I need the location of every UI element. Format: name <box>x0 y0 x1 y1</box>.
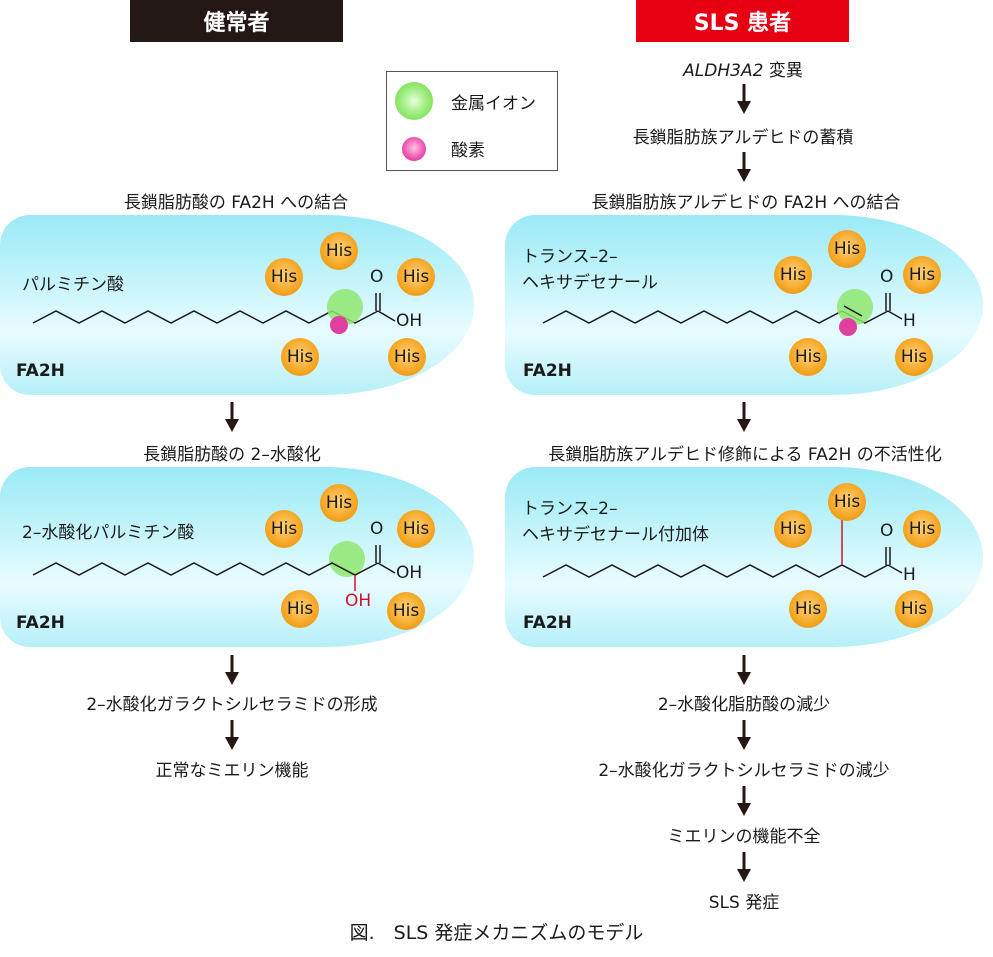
his-residue: His <box>265 258 303 296</box>
carbonyl-oxygen-label: O <box>370 267 384 287</box>
his-residue: His <box>265 510 303 548</box>
hydroxyl-label: OH <box>396 311 423 331</box>
patient-step-fatty-acid-decrease: 2–水酸化脂肪酸の減少 <box>657 695 831 715</box>
aldehyde-h-label: H <box>903 565 916 585</box>
oxygen-ball <box>330 316 348 334</box>
legend-metal-ion-label: 金属イオン <box>451 93 536 114</box>
aldehyde-h-bond <box>887 310 903 320</box>
molecule-name: パルミチン酸 <box>22 275 124 295</box>
his-residue: His <box>387 592 425 630</box>
metal-ion-ball <box>329 541 365 577</box>
metal-ion-ball <box>327 289 363 325</box>
his-residue: His <box>828 230 866 268</box>
legend-oxygen: 酸素 <box>402 136 485 161</box>
carbon-chain <box>542 564 889 578</box>
aldehyde-h-label: H <box>903 311 916 331</box>
his-residue: His <box>397 258 435 296</box>
his-residue: His <box>774 256 812 294</box>
patient-header: SLS 患者 <box>636 0 849 42</box>
his-residue-modified: His <box>828 483 866 521</box>
hydroxyl-bond <box>377 562 396 574</box>
carbonyl-oxygen-label: O <box>370 519 384 539</box>
hexadecenal-structure <box>542 289 903 336</box>
patient-step-inactivation: 長鎖脂肪族アルデヒド修飾による FA2H の不活性化 <box>548 445 942 465</box>
his-residue: His <box>774 510 812 548</box>
hydroxyl-label: OH <box>396 563 423 583</box>
carbonyl-oxygen-label: O <box>880 267 894 287</box>
healthy-header: 健常者 <box>130 0 343 42</box>
carbonyl-oxygen-label: O <box>880 521 894 541</box>
double-bond-line <box>843 305 863 317</box>
his-residue: His <box>895 338 933 376</box>
legend: 金属イオン 酸素 <box>386 71 558 171</box>
legend-oxygen-label: 酸素 <box>451 141 485 161</box>
arrow-down-icon <box>225 402 239 432</box>
patient-panel-adduct: トランス–2– ヘキサデセナール付加体 O H His His His His … <box>505 467 983 647</box>
hydroxy-palmitic-acid-structure <box>32 541 396 591</box>
molecule-name: 2–水酸化パルミチン酸 <box>22 523 195 543</box>
molecule-name-line2: ヘキサデセナール付加体 <box>522 525 709 545</box>
his-residue: His <box>320 232 358 270</box>
healthy-step-binding: 長鎖脂肪酸の FA2H への結合 <box>123 193 349 213</box>
patient-step-myelin-dysfunction: ミエリンの機能不全 <box>667 827 821 847</box>
his-residue: His <box>388 338 426 376</box>
mutation-label: 変異 <box>763 61 803 81</box>
healthy-panel-hydroxylation: 2–水酸化パルミチン酸 O OH OH His His His His His … <box>0 467 474 647</box>
new-hydroxyl-label: OH <box>345 591 372 611</box>
enzyme-label: FA2H <box>16 613 65 633</box>
hydroxyl-bond <box>377 310 396 322</box>
his-residue: His <box>789 338 827 376</box>
carbon-chain <box>32 562 379 576</box>
molecule-name-line1: トランス–2– <box>522 247 618 267</box>
enzyme-label: FA2H <box>523 361 572 381</box>
patient-step-binding: 長鎖脂肪族アルデヒドの FA2H への結合 <box>591 193 901 213</box>
hexadecenal-adduct-structure <box>542 519 903 578</box>
enzyme-label: FA2H <box>523 613 572 633</box>
his-residue: His <box>281 590 319 628</box>
his-residue: His <box>281 338 319 376</box>
his-residue: His <box>789 590 827 628</box>
his-residue: His <box>895 590 933 628</box>
healthy-panel-binding: パルミチン酸 O OH His His His His His FA2H <box>0 215 474 395</box>
aldehyde-h-bond <box>887 564 903 574</box>
patient-step-onset: SLS 発症 <box>708 893 780 913</box>
healthy-step-myelin: 正常なミエリン機能 <box>155 761 309 781</box>
oxygen-icon <box>402 136 426 161</box>
enzyme-label: FA2H <box>16 361 65 381</box>
his-residue: His <box>397 510 435 548</box>
his-residue: His <box>903 510 941 548</box>
arrow-down-icon <box>225 655 239 685</box>
arrow-down-icon <box>737 852 751 882</box>
legend-metal-ion: 金属イオン <box>395 82 536 120</box>
his-residue: His <box>320 484 358 522</box>
arrow-down-icon <box>737 84 751 114</box>
carbon-chain <box>32 310 379 324</box>
arrow-down-icon <box>737 402 751 432</box>
metal-ion-ball <box>837 289 873 325</box>
arrow-down-icon <box>737 152 751 182</box>
healthy-step-hydroxylation: 長鎖脂肪酸の 2–水酸化 <box>143 445 321 465</box>
arrow-down-icon <box>737 786 751 816</box>
carbon-chain <box>542 310 889 324</box>
arrow-down-icon <box>225 720 239 750</box>
patient-step-galactosylceramide-decrease: 2–水酸化ガラクトシルセラミドの減少 <box>598 761 890 781</box>
figure-caption: 図. SLS 発症メカニズムのモデル <box>349 922 644 944</box>
patient-cause: ALDH3A2 変異 <box>683 56 803 81</box>
patient-step-accumulation: 長鎖脂肪族アルデヒドの蓄積 <box>632 128 854 148</box>
oxygen-ball <box>839 318 857 336</box>
arrow-down-icon <box>737 720 751 750</box>
gene-name: ALDH3A2 <box>683 61 764 81</box>
arrow-down-icon <box>737 655 751 685</box>
molecule-name-line1: トランス–2– <box>522 499 618 519</box>
metal-ion-icon <box>395 82 433 120</box>
molecule-name-line2: ヘキサデセナール <box>522 273 658 293</box>
his-residue: His <box>903 256 941 294</box>
healthy-step-galactosylceramide: 2–水酸化ガラクトシルセラミドの形成 <box>86 695 378 715</box>
palmitic-acid-structure <box>32 289 396 334</box>
patient-panel-binding: トランス–2– ヘキサデセナール O H His His His His His… <box>505 215 983 395</box>
